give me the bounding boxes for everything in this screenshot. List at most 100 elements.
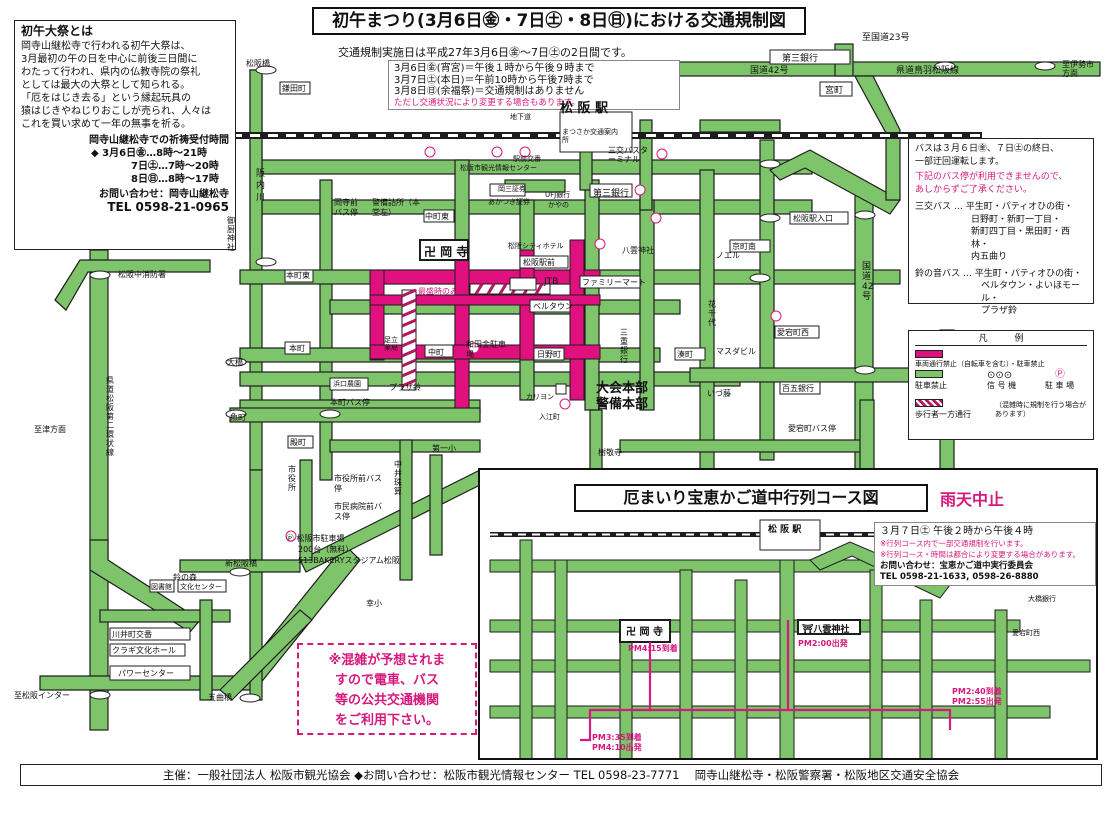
- label-kenmichi: 県道鳥羽松阪線: [896, 66, 960, 76]
- label-hyakugo: 百五銀行: [782, 384, 814, 393]
- label-kuragi: クラギ文化ホール: [112, 646, 176, 655]
- label-matsusakabashi: 松阪橋: [246, 59, 270, 68]
- label-jtb: JTB: [544, 277, 559, 287]
- procession-t4: PM4:10出発: [592, 743, 642, 752]
- procession-okadera: 卍 岡 寺: [626, 627, 663, 638]
- label-madoguchi: まつさか交通案内所: [562, 128, 618, 144]
- procession-yakumo: ⛩八雲神社: [802, 625, 850, 635]
- label-kamakura: 鎌田町: [282, 84, 306, 93]
- schedule-line-0: 3月6日㊎(宵宮)＝午後１時から午後９時まで: [394, 63, 595, 74]
- label-family: ファミリーマート: [582, 278, 646, 287]
- label-matsusaka-fire: 松阪中消防署: [118, 270, 166, 279]
- label-hq2: 警備本部: [596, 397, 649, 412]
- label-busiest: 最盛時のみ: [418, 287, 458, 296]
- bus-sanko-2: 新町四丁目・黒田町・西林・: [971, 227, 1071, 250]
- label-kokudo42v: 国道42号: [862, 262, 874, 302]
- label-hanachiyo: 花千代: [708, 300, 716, 327]
- label-mie-bank: 三重銀行: [620, 328, 628, 364]
- label-hospital-bus: 市民病院前バス停: [334, 502, 382, 521]
- label-okadera: 卍 岡 寺: [424, 245, 469, 259]
- label-kyomachi: 京町南: [732, 242, 756, 251]
- label-hinomachi: 日野町: [537, 350, 561, 359]
- procession-ohashi-bank: 大橋銀行: [1028, 595, 1056, 603]
- label-daiichi: 第一小: [432, 444, 456, 453]
- intro-line-0: 岡寺山継松寺で行われる初午大祭は、: [21, 41, 191, 52]
- main-title: 初午まつり(3月6日㊎・7日㊏・8日㊐)における交通規制図: [312, 7, 806, 35]
- label-shiyakusho: 市役所: [288, 465, 296, 492]
- label-nakamachi: 中町: [428, 348, 444, 357]
- label-irie: 入江町: [539, 413, 560, 421]
- label-minatomachi: 湊町: [677, 350, 693, 359]
- legend-label-note: （混雑時に規制を行う場合があります）: [995, 401, 1086, 418]
- label-chika: 地下道: [510, 113, 531, 121]
- intro-line-6: これを買い求めて一年の無事を祈る。: [21, 119, 191, 130]
- label-okasan: 岡三証券: [498, 185, 526, 193]
- label-suzunomori: 鈴の森: [173, 573, 197, 582]
- label-uo-machi: 魚町: [230, 413, 246, 422]
- label-tsu: 至津方面: [34, 425, 66, 434]
- map-buildings: [109, 49, 853, 681]
- legend-swatch-oneway: [915, 399, 943, 407]
- legend-label-oneway: 歩行者一方通行: [915, 410, 971, 419]
- parking-markers: [285, 146, 782, 542]
- procession-t2: PM2:55出発: [952, 697, 1002, 706]
- label-matsusaka-ic: 至松阪インター: [14, 691, 70, 700]
- label-atago-bus: 愛宕町バス停: [788, 424, 836, 433]
- legend-swatch-nopark: [915, 370, 943, 378]
- label-plaza: プラザ鈴: [389, 383, 421, 392]
- schedule-head: 交通規制実施日は平成27年3月6日㊎～7日㊏の2日間です。: [338, 46, 632, 59]
- label-ring: 県道松阪第二環状線: [106, 376, 114, 457]
- schedule-box: 3月6日㊎(宵宮)＝午後１時から午後９時まで 3月7日㊏(本日)＝午前10時から…: [388, 60, 680, 110]
- notice-line-2: 等の公共交通機関: [334, 693, 439, 708]
- intro-line-5: 猿はじきやねじりおこしが売られ、人々は: [21, 106, 212, 117]
- label-kaliyon: カリヨン: [526, 393, 554, 401]
- intro-line-4: 「厄をはじき去る」という縁起玩具の: [21, 93, 191, 104]
- label-eki-entrance: 松阪駅入口: [793, 214, 833, 223]
- notice-box: ※混雑が予想されま すので電車、バス 等の公共交通機関 をご利用下さい。: [297, 643, 477, 735]
- bus-sanko-3: 内五曲り: [971, 252, 1008, 262]
- label-keibi: 警備詰所（本堂左）: [372, 198, 420, 217]
- label-akatsuki: あかつき証券: [488, 198, 530, 206]
- label-yakumo: 八雲神社: [622, 246, 654, 255]
- procession-arrive: PM4:15到着: [628, 644, 678, 653]
- procession-t3: PM3:35到着: [592, 733, 642, 742]
- bus-note-1: あしからずご了承ください。: [915, 184, 1032, 195]
- label-honmachi-higashi: 本町東: [286, 271, 310, 280]
- label-matsusaka-ekimae: 松阪駅前: [523, 258, 555, 267]
- procession-station: 松 阪 駅: [768, 525, 802, 535]
- prayer-line-2: 8日㊐…8時～17時: [131, 174, 219, 185]
- label-daisan: 第三銀行: [782, 54, 819, 64]
- legend-panel: 凡 例 車両通行禁止（自転車を含む）・駐車禁止 駐車禁止 ⊙⊙⊙ 信 号 機 Ⓟ…: [908, 330, 1094, 440]
- station-building: [559, 111, 633, 153]
- label-masudabiru: マスダビル: [716, 347, 756, 356]
- bus-line-1: 一部迂回運転します。: [915, 156, 1005, 167]
- procession-rain: 雨天中止: [940, 490, 1005, 509]
- label-bell: ベルタウン: [533, 302, 573, 311]
- legend-title: 凡 例: [915, 334, 1087, 346]
- intro-line-1: 3月最初の午の日を中心に前後三日間に: [21, 54, 198, 65]
- intro-panel: 初午大祭とは 岡寺山継松寺で行われる初午大祭は、 3月最初の午の日を中心に前後三…: [14, 20, 236, 250]
- bus-sanko-0: 三交バス … 平生町・パティオひの街・: [915, 202, 1074, 212]
- label-gosha: 御厨神社: [227, 216, 235, 252]
- label-shiyakusho-bus: 市役所前バス停: [334, 474, 382, 493]
- label-adachi: 足立薬局: [384, 336, 398, 352]
- label-gokyo: 五曲橋: [208, 693, 232, 702]
- label-tonomachi: 殿町: [290, 438, 306, 447]
- procession-map: [489, 519, 1091, 758]
- legend-label-signal: 信 号 機: [987, 381, 1017, 390]
- notice-line-0: ※混雑が予想されま: [328, 653, 446, 668]
- legend-label-parking: 駐 車 場: [1045, 381, 1075, 390]
- label-daisan2: 第三銀行: [593, 189, 630, 199]
- label-power: パワーセンター: [118, 669, 174, 678]
- label-jukyo: 樹敬寺: [598, 448, 622, 457]
- label-bunka: 文化センター: [180, 583, 222, 591]
- intro-tel: TEL 0598-21-0965: [107, 200, 229, 214]
- label-kayano: かやの: [548, 201, 569, 209]
- procession-org: お問い合わせ：宝恵かご道中実行委員会: [880, 560, 1034, 571]
- bus-info-panel: バスは３月６日㊎、７日㊏の終日、 一部迂回運転します。 下記のバス停が利用できま…: [908, 138, 1094, 316]
- prayer-line-0: ◆ 3月6日㊎…8時～21時: [91, 148, 207, 159]
- label-kokudo23: 至国道23号: [862, 33, 910, 43]
- label-ise: 至伊勢市方面: [1062, 60, 1094, 78]
- label-nakamachi-higashi: 中町東: [425, 212, 449, 221]
